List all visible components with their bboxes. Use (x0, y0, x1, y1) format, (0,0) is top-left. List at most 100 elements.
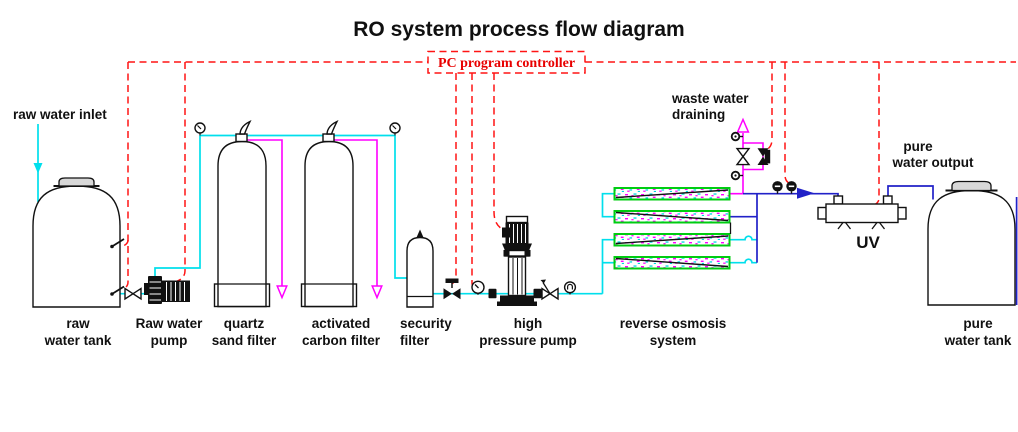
auto-valve-icon (443, 278, 461, 300)
level-sensor-lower-icon (111, 285, 125, 295)
membrane4-right-stub-pipe (729, 258, 757, 264)
security-filter-label-2: filter (400, 333, 430, 348)
quartz-sand-filter (213, 119, 271, 308)
waste-water-label-1: waste water (671, 91, 749, 106)
raw-tank-lid (58, 177, 95, 187)
pure-tank-body (927, 189, 1016, 306)
raw-water-inlet-label: raw water inlet (13, 107, 107, 122)
control-drop-hp-pump (493, 73, 506, 232)
raw-water-pump-label-1: Raw water (136, 316, 204, 331)
inlet-flow-arrow-icon (33, 163, 43, 174)
uv-outlet-port (882, 195, 893, 205)
waste-water-label-2: draining (672, 107, 725, 122)
carbon-filter-top-fitting (322, 133, 335, 143)
pc-controller-box (427, 50, 586, 74)
carbon-filter-drain-pipe (334, 139, 378, 286)
uv-sterilizer (817, 195, 907, 230)
control-drop-raw-pump (176, 62, 186, 283)
pure-water-tank-label-1: pure (963, 316, 993, 331)
control-drop-product-gauge (784, 62, 790, 185)
raw-tank-body (32, 185, 121, 308)
ro-feed-riser-pipe (601, 238, 615, 294)
waste-bypass-loop-pipe (743, 142, 764, 171)
control-hook-upper-sensor (122, 239, 129, 247)
pure-water-output-label-1: pure (903, 139, 933, 154)
uv-inlet-port (833, 195, 844, 205)
membrane3-right-stub-pipe (729, 235, 757, 241)
sand-drain-arrow-icon (276, 285, 288, 300)
activated-carbon-filter (300, 119, 358, 308)
control-drop-tank-sensors (122, 62, 129, 291)
security-filter-label-1: security (400, 316, 452, 331)
control-drop-waste-valve (766, 62, 773, 151)
hp-flange (502, 243, 532, 251)
uv-body (825, 203, 899, 224)
pure-tank-lid (951, 180, 992, 192)
ro-left-bracket-pipe (601, 192, 615, 218)
security-filter-feed-pipe (394, 135, 408, 279)
hp-inlet-flange (488, 288, 497, 299)
raw-water-pump-label-2: pump (151, 333, 188, 348)
sand-filter-vent-icon (239, 119, 252, 135)
hp-motor-cap (505, 215, 529, 224)
raw-water-tank (32, 177, 125, 308)
high-pressure-pump-label-2: pressure pump (479, 333, 577, 348)
waste-drain-assembly (730, 131, 771, 181)
reverse-osmosis-membranes (613, 187, 732, 270)
activated-carbon-filter-label-1: activated (312, 316, 371, 331)
pressure-gauge-ro-feed-icon (563, 281, 577, 295)
high-pressure-pump-label-1: high (514, 316, 543, 331)
level-sensor-upper-icon (111, 238, 125, 248)
waste-flow-arrow-icon (736, 117, 750, 133)
pump-head (148, 276, 162, 304)
quartz-sand-filter-label-1: quartz (224, 316, 265, 331)
raw-water-pump (144, 276, 190, 304)
level-sensor-lower-tip (110, 292, 114, 296)
waste-manual-valve-icon (735, 147, 751, 158)
raw-water-tank-label-1: raw (66, 316, 90, 331)
uv-label: UV (856, 233, 880, 252)
pure-water-tank-label-2: water tank (944, 333, 1012, 348)
control-drop-uv (867, 62, 880, 208)
reverse-osmosis-label-2: system (650, 333, 697, 348)
uv-outlet-pipe (887, 185, 934, 200)
hp-pump-base (500, 295, 534, 302)
carbon-filter-vent-icon (326, 119, 339, 135)
level-sensor-upper-tip (110, 244, 114, 249)
manual-valve-icon (540, 279, 559, 301)
page-title: RO system process flow diagram (353, 18, 684, 41)
pure-water-output-label-2: water output (892, 155, 974, 170)
sand-filter-vessel (217, 140, 267, 308)
sand-filter-top-fitting (235, 133, 248, 143)
quartz-sand-filter-label-2: sand filter (212, 333, 277, 348)
manifold-gauge-left-icon (194, 122, 206, 136)
pressure-gauge-hp-inlet-icon (471, 280, 485, 295)
carbon-drain-arrow-icon (371, 285, 383, 300)
high-pressure-pump (488, 215, 542, 306)
security-filter (406, 229, 434, 308)
product-line-gauges (772, 181, 797, 194)
raw-water-tank-label-2: water tank (44, 333, 112, 348)
pump-suction-cap (144, 283, 149, 295)
reverse-osmosis-label-1: reverse osmosis (620, 316, 727, 331)
hp-outlet-flange (533, 288, 542, 299)
carbon-filter-vessel (304, 140, 354, 308)
security-filter-vent-icon (416, 229, 424, 238)
control-drop-gauge (471, 73, 477, 290)
pump-discharge-pipe (154, 135, 201, 276)
pure-water-tank (927, 180, 1016, 306)
uv-left-cap (817, 206, 828, 220)
uv-feet (837, 222, 886, 230)
hp-motor-junction-box (502, 227, 510, 238)
labels: RO system process flow diagram PC progra… (13, 18, 1012, 348)
pc-controller-label: PC program controller (438, 56, 575, 71)
manifold-gauge-right-icon (389, 122, 401, 136)
drain-pipes (247, 117, 764, 300)
tank-outlet-valve-icon (124, 287, 142, 301)
sand-filter-drain-pipe (247, 139, 283, 286)
uv-right-cap (896, 206, 907, 220)
activated-carbon-filter-label-2: carbon filter (302, 333, 381, 348)
control-drop-auto-valve (452, 73, 457, 285)
